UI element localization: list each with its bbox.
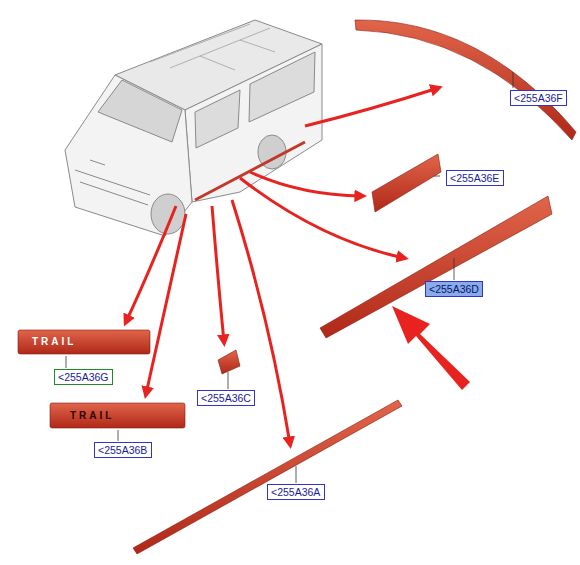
sill-highlight (195, 142, 305, 200)
part-lettering: TRAIL (70, 410, 114, 422)
van-side (185, 44, 322, 202)
part-d (320, 196, 552, 338)
leader-b (118, 430, 119, 441)
part-number: <255A36D (429, 283, 479, 295)
part-c (218, 350, 240, 374)
part-f (355, 20, 576, 140)
part-number: <255A36C (201, 392, 251, 404)
part-b (50, 403, 185, 428)
arrow-d (240, 178, 404, 258)
callout-box: <255A36G (54, 369, 113, 385)
part-a (133, 400, 402, 554)
grille (75, 160, 150, 205)
windshield (98, 80, 182, 142)
part-number: <255A36F (514, 92, 563, 104)
part-number: <255A36G (58, 371, 109, 383)
leader-f (513, 72, 514, 88)
part-g (18, 330, 150, 354)
part-number: <255A36A (271, 486, 320, 498)
van-illustration (65, 20, 322, 236)
leader-e (434, 176, 440, 177)
leader-c (228, 372, 229, 389)
highlight-arrow (392, 306, 470, 390)
callout-box: <255A36D (425, 281, 483, 297)
part-number: <255A36E (450, 172, 499, 184)
callout-box: <255A36C (197, 390, 255, 406)
arrow-c (212, 206, 224, 342)
arrow-f (305, 88, 438, 126)
callout-box: <255A36A (267, 484, 325, 500)
arrow-e (250, 172, 362, 196)
part-lettering: TRAIL (32, 336, 76, 348)
callout-box: <255A36B (94, 442, 152, 458)
parts (18, 20, 576, 554)
leader-lines (66, 72, 513, 483)
side-windows (195, 52, 315, 148)
leader-a (296, 466, 297, 483)
arrow-g (126, 206, 176, 322)
leader-g (66, 356, 67, 368)
part-e (372, 154, 441, 212)
arrow-a (232, 200, 290, 444)
roof-rails (150, 24, 275, 70)
leader-d (454, 258, 455, 280)
pointer-arrows (126, 88, 438, 444)
arrow-b (146, 214, 186, 394)
part-number: <255A36B (98, 444, 147, 456)
callout-box: <255A36E (446, 170, 504, 186)
callout-box: <255A36F (510, 90, 567, 106)
